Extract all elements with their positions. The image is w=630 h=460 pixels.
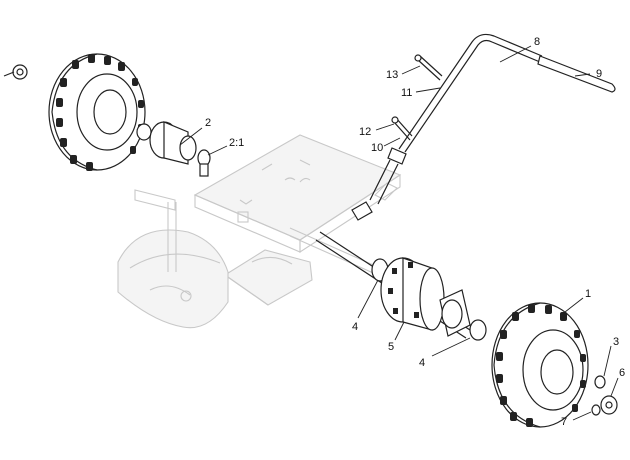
right-hub [439, 289, 487, 341]
callout-label-11: 11 [401, 87, 412, 99]
hitch-pin-13 [417, 55, 443, 81]
leader-lines [179, 45, 619, 421]
spacer-3 [594, 375, 606, 389]
callout-label-13: 13 [386, 69, 398, 81]
hopper-panel [224, 249, 313, 306]
callout-label-7: 7 [561, 416, 567, 428]
callout-label-4-right: 4 [419, 357, 425, 369]
callout-label-9: 9 [596, 68, 602, 80]
right-wheel [491, 302, 589, 428]
hitch-pin-12 [393, 117, 413, 141]
callout-label-2-1: 2:1 [229, 137, 244, 149]
callout-label-4-left: 4 [352, 321, 358, 333]
left-hub [149, 121, 211, 177]
callout-label-12: 12 [359, 126, 371, 138]
callout-label-1: 1 [585, 288, 591, 300]
callout-label-5: 5 [388, 341, 394, 353]
callout-label-3: 3 [613, 336, 619, 348]
right-tire-tread [496, 304, 586, 427]
fender [117, 229, 229, 329]
left-wheel [3, 53, 152, 171]
washer-7 [591, 404, 601, 416]
cart-frame [117, 134, 402, 329]
callout-labels: 2 2:1 1 3 4 5 4 6 7 8 9 10 11 12 13 [205, 36, 625, 428]
callout-label-8: 8 [534, 36, 540, 48]
handle-tube [404, 39, 541, 153]
right-wheel-fasteners [591, 375, 618, 416]
left-tire-tread [56, 54, 144, 171]
handle-assembly [351, 33, 616, 221]
callout-label-10: 10 [371, 142, 383, 154]
drum-5 [380, 257, 445, 331]
callout-1-label-2: 2 [205, 117, 211, 129]
handle-grip [537, 55, 616, 93]
callout-label-6: 6 [619, 367, 625, 379]
deck-plate [193, 134, 402, 241]
